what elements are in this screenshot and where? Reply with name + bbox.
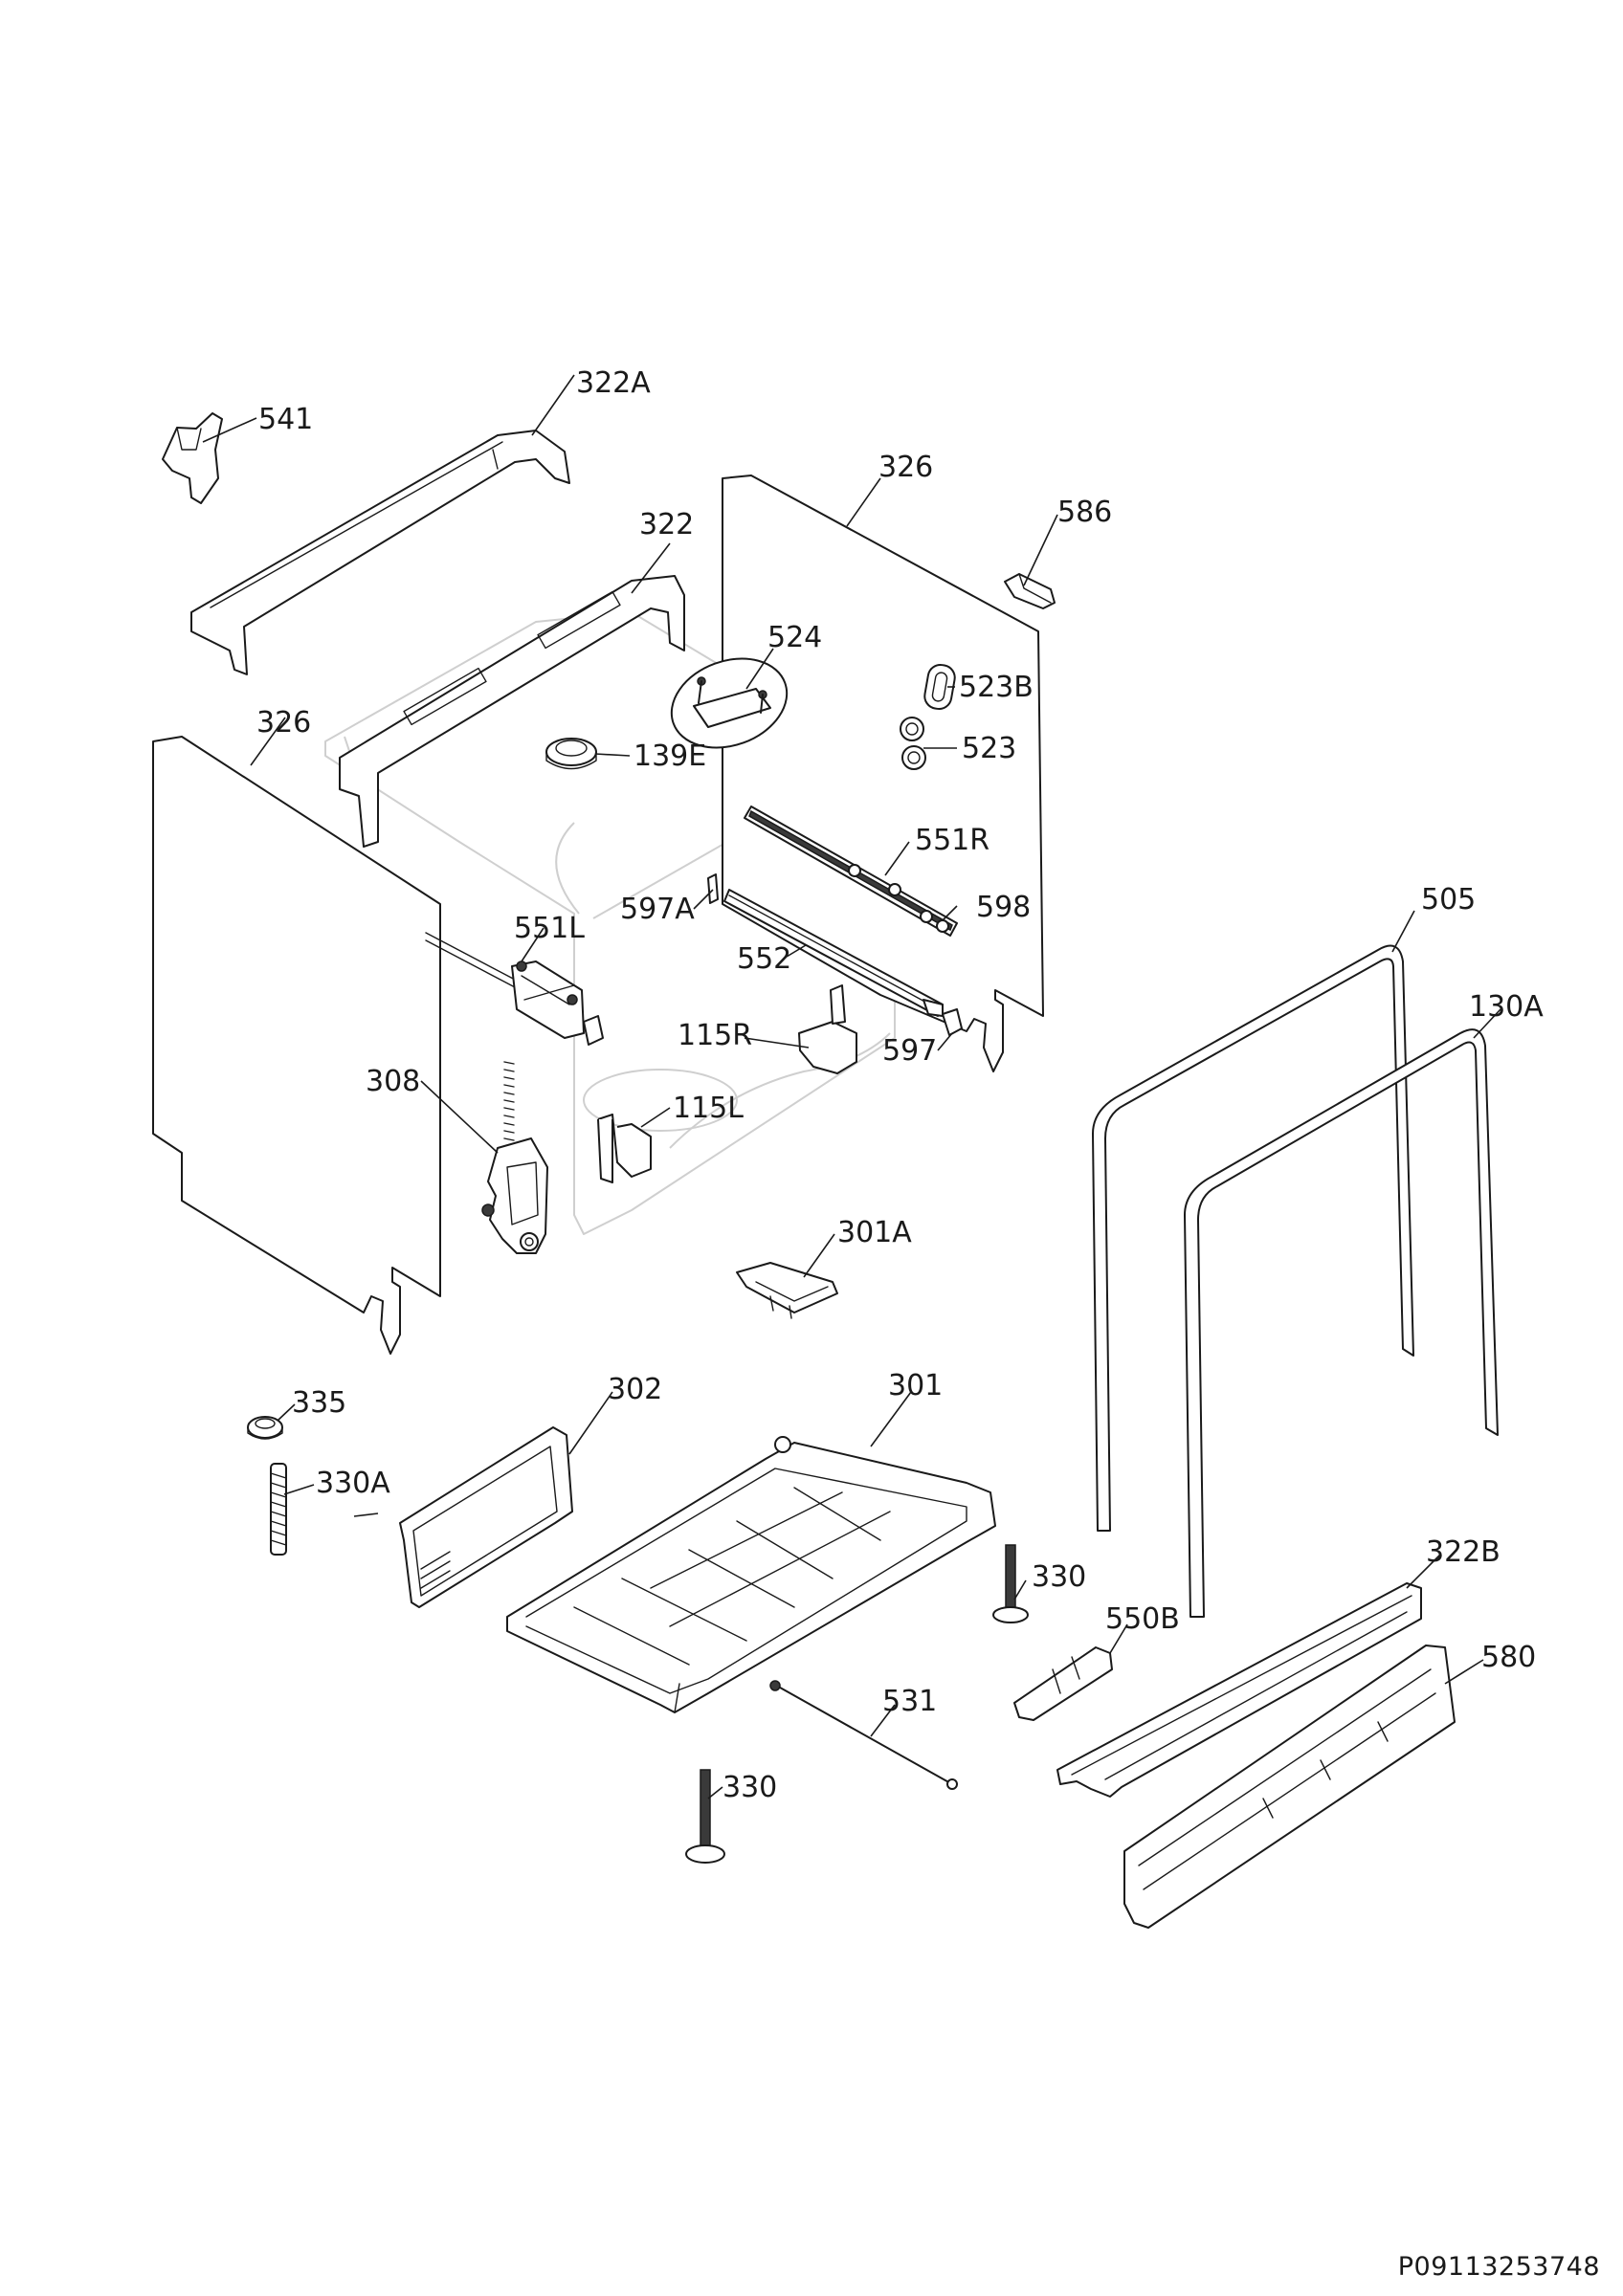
part-301A-cover — [736, 1262, 838, 1319]
label-598: 598 — [976, 891, 1031, 924]
part-labels: 541 322A 326 586 322 524 523B 523 326 13… — [256, 366, 1544, 1804]
part-551R-rail — [744, 806, 958, 937]
label-326-back: 326 — [878, 451, 933, 484]
label-330-right: 330 — [1032, 1560, 1086, 1594]
part-523B-ring — [923, 663, 956, 711]
label-330-bottom: 330 — [723, 1771, 777, 1804]
part-115L-guide — [597, 1114, 652, 1183]
part-139E-nut — [545, 738, 597, 770]
label-326-left: 326 — [256, 706, 311, 740]
label-541: 541 — [258, 403, 313, 436]
label-308: 308 — [366, 1065, 420, 1098]
part-308-hinge — [481, 1061, 548, 1254]
part-326-side-panel-left — [152, 736, 441, 1355]
part-330-foot-bottom — [685, 1769, 725, 1864]
part-505-door-seal — [1092, 944, 1414, 1532]
part-524-detail — [670, 657, 789, 749]
part-302-bracket — [399, 1426, 573, 1608]
label-322B: 322B — [1426, 1535, 1501, 1569]
label-301A: 301A — [837, 1216, 912, 1249]
part-551L-rail — [425, 932, 604, 1046]
part-531-cable — [769, 1680, 958, 1790]
part-523-bushing — [900, 717, 926, 770]
part-115R-guide — [798, 984, 857, 1074]
label-523: 523 — [962, 732, 1016, 765]
part-326-side-panel-right — [722, 475, 1044, 1072]
label-531: 531 — [882, 1685, 937, 1718]
label-523B: 523B — [959, 671, 1034, 704]
label-115R: 115R — [678, 1019, 752, 1052]
label-115L: 115L — [673, 1092, 744, 1125]
label-139E: 139E — [634, 740, 706, 773]
part-550B-clip — [1013, 1646, 1113, 1721]
label-322A: 322A — [576, 366, 651, 400]
label-580: 580 — [1481, 1641, 1536, 1674]
label-552: 552 — [737, 942, 791, 976]
part-330-foot-right — [992, 1544, 1029, 1623]
part-330A-adjuster — [270, 1463, 287, 1556]
part-580-kickplate — [1123, 1645, 1456, 1929]
part-541-clip — [162, 412, 223, 504]
part-322-top-frame — [339, 575, 685, 848]
part-586-clip — [1004, 573, 1056, 609]
label-550B: 550B — [1105, 1602, 1180, 1636]
part-322B-front-rail — [1056, 1582, 1422, 1798]
label-586: 586 — [1057, 496, 1112, 529]
drawing-reference-number: P09113253748 — [1398, 2252, 1600, 2282]
part-597A-stop — [707, 873, 719, 904]
label-551R: 551R — [915, 824, 989, 857]
label-505: 505 — [1421, 883, 1476, 916]
part-335-cap — [247, 1416, 283, 1440]
label-301: 301 — [888, 1369, 943, 1402]
label-524: 524 — [767, 621, 822, 654]
label-597: 597 — [882, 1034, 937, 1068]
part-301-base-tray — [506, 1436, 996, 1713]
label-335: 335 — [292, 1386, 346, 1420]
label-322: 322 — [639, 508, 694, 541]
part-597-stop — [942, 1008, 963, 1036]
part-322A-top-rail — [190, 430, 570, 675]
label-130A: 130A — [1469, 990, 1544, 1024]
leader-lines — [202, 374, 1501, 1799]
label-302: 302 — [608, 1373, 662, 1406]
label-597A: 597A — [620, 893, 695, 926]
label-330A: 330A — [316, 1467, 390, 1500]
label-551L: 551L — [514, 912, 585, 945]
part-130A-lower-seal — [1184, 1028, 1499, 1618]
